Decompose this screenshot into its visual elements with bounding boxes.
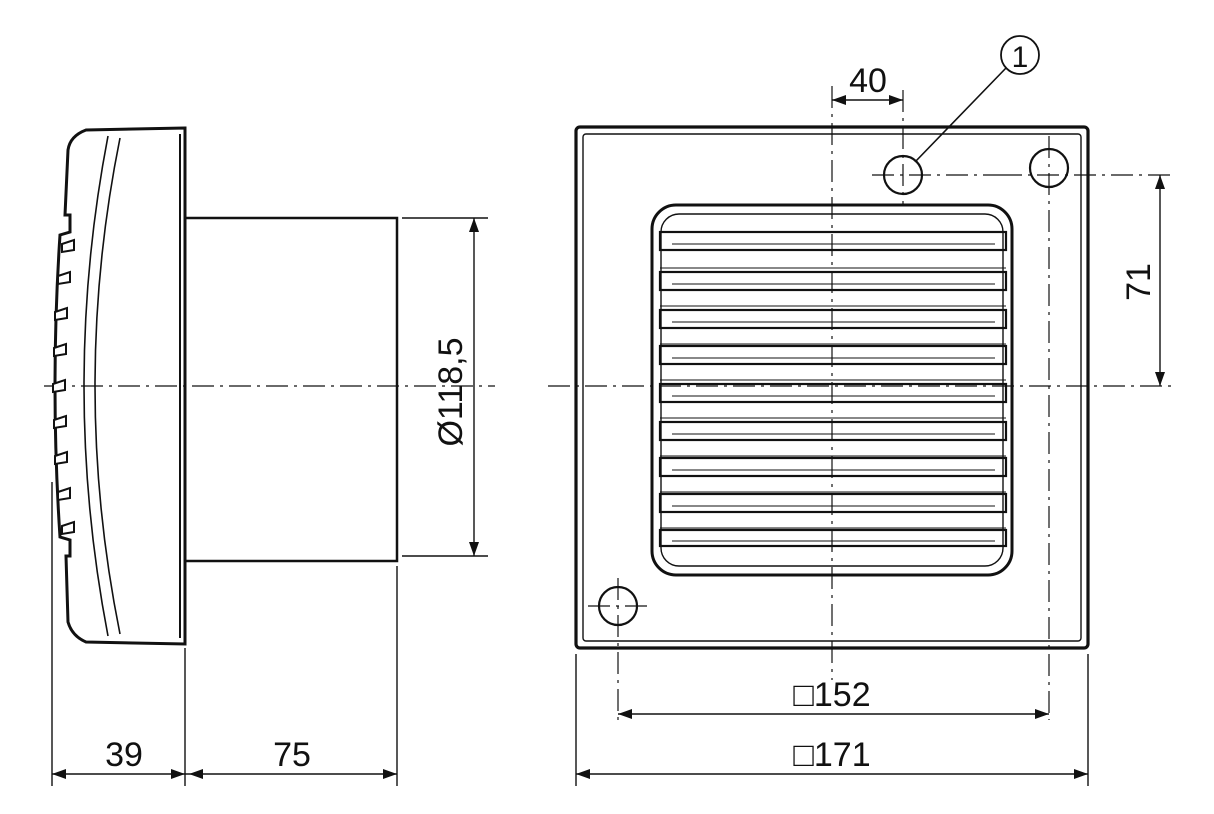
- dim-label-171: □171: [793, 736, 870, 774]
- arrow: [1155, 175, 1165, 189]
- louvre: [658, 270, 1008, 307]
- louvre: [658, 308, 1008, 345]
- mounting-hole-bottom-left: [588, 578, 650, 720]
- arrow: [618, 709, 632, 719]
- dim-label-39: 39: [105, 736, 143, 774]
- arrow: [189, 769, 203, 779]
- louvre: [658, 420, 1008, 457]
- louvre: [658, 382, 1008, 419]
- arrow: [383, 769, 397, 779]
- louvre: [658, 456, 1008, 493]
- arrow: [1155, 372, 1165, 386]
- arrow: [1035, 709, 1049, 719]
- dim-label-diameter: Ø118,5: [432, 337, 470, 446]
- arrow: [171, 769, 185, 779]
- arrow: [52, 769, 66, 779]
- callout-circle-1: [1000, 35, 1040, 75]
- arrow: [469, 218, 479, 232]
- front-view: 1 40 71 □152 □171: [548, 35, 1174, 786]
- side-view-louvre-teeth: [52, 238, 75, 536]
- arrow: [469, 542, 479, 556]
- arrow: [1074, 769, 1088, 779]
- dim-label-75: 75: [273, 736, 311, 774]
- arrow: [832, 95, 846, 105]
- side-view-tube: [183, 216, 399, 563]
- arrow: [889, 95, 903, 105]
- side-view: 39 75 Ø118,5: [44, 126, 495, 786]
- mounting-hole-top-left: [872, 90, 1000, 204]
- front-view-louvres: [658, 230, 1008, 548]
- louvre: [658, 230, 1008, 269]
- callout-label-1: 1: [1012, 41, 1029, 74]
- louvre: [658, 344, 1008, 381]
- callout-leader-1: [914, 67, 1007, 163]
- side-view-cover-edge-curve: [83, 135, 109, 637]
- louvre: [658, 528, 1008, 548]
- dim-label-40: 40: [849, 62, 887, 100]
- arrow: [576, 769, 590, 779]
- louvre: [658, 492, 1008, 529]
- side-view-cover: [53, 126, 187, 646]
- side-view-cover-inner-curve: [94, 137, 121, 635]
- mounting-hole-top-right: [1000, 136, 1174, 720]
- dim-label-71: 71: [1120, 263, 1158, 301]
- dim-label-152: □152: [793, 676, 870, 714]
